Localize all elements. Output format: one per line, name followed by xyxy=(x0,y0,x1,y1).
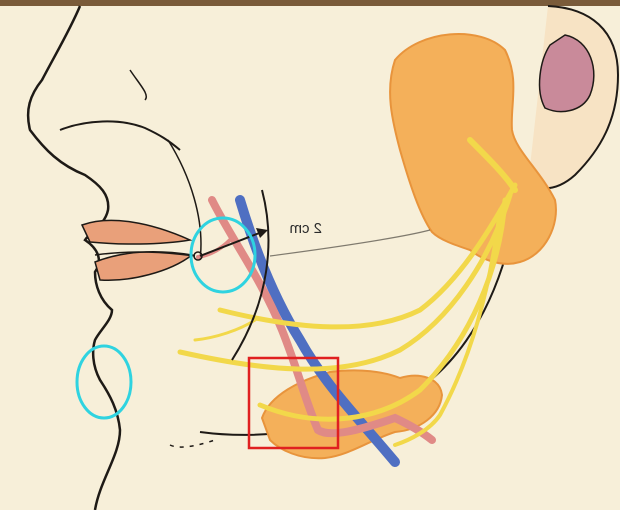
distance-label: 2 cm xyxy=(289,220,322,237)
top-border xyxy=(0,0,620,6)
